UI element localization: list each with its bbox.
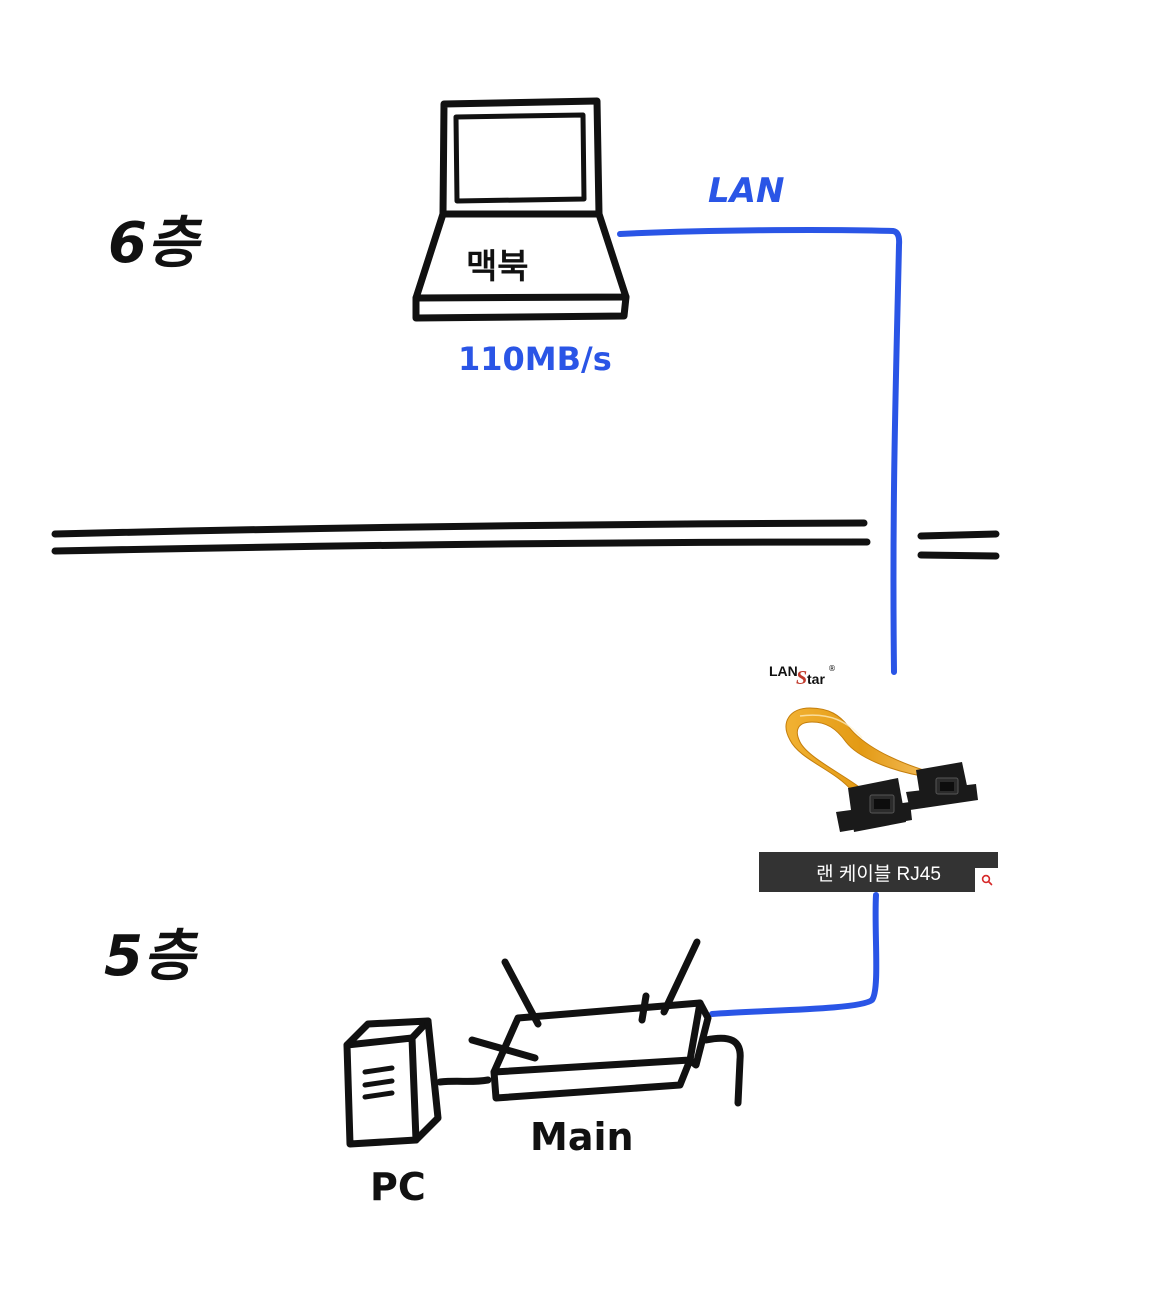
laptop-label: 맥북	[466, 247, 529, 287]
pc-label: PC	[370, 1165, 426, 1209]
svg-text:S: S	[796, 667, 807, 689]
router-label: Main	[530, 1115, 634, 1159]
search-button[interactable]	[975, 868, 999, 892]
svg-text:LAN: LAN	[769, 663, 798, 679]
pc-icon	[347, 1021, 488, 1144]
floor-6-label: 6층	[108, 211, 203, 276]
flat-cable-image	[786, 708, 978, 832]
svg-text:®: ®	[828, 664, 836, 673]
lan-cable-upper	[620, 230, 899, 672]
lan-cable-lower	[712, 895, 876, 1014]
product-caption-text: 랜 케이블 RJ45	[816, 859, 941, 886]
floor-5-label: 5층	[104, 924, 199, 989]
laptop-speed: 110MB/s	[458, 340, 612, 378]
router-icon	[472, 942, 740, 1103]
floor-divider	[55, 523, 996, 556]
svg-text:tar: tar	[807, 671, 825, 687]
lan-label: LAN	[708, 171, 784, 211]
search-icon	[981, 874, 993, 886]
product-caption: 랜 케이블 RJ45	[759, 852, 998, 892]
lanstar-logo: LAN S tar ®	[769, 663, 836, 689]
